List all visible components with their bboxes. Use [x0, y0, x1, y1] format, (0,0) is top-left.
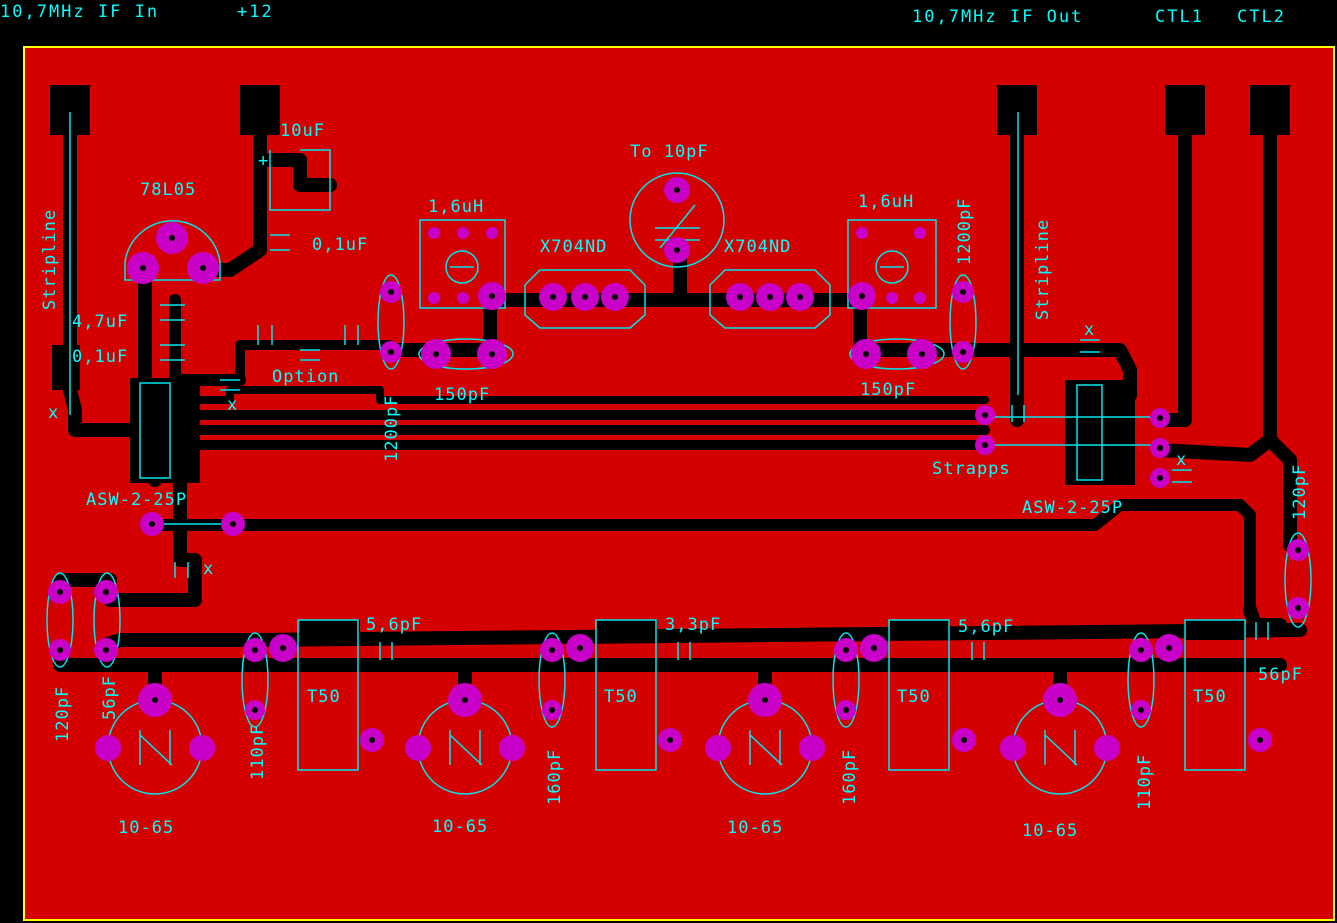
cap-5-6pf-a-label: 5,6pF [366, 615, 422, 635]
cap-160-b-label: 160pF [840, 749, 860, 805]
strapps-label: Strapps [932, 459, 1011, 479]
cap-56-right-label: 56pF [1258, 665, 1303, 685]
t50-1-label: T50 [307, 687, 341, 707]
ind-left-label: 1,6uH [428, 197, 484, 217]
x704-left-label: X704ND [540, 237, 607, 257]
cap-110-b-label: 110pF [1135, 754, 1155, 810]
ind-right-label: 1,6uH [858, 192, 914, 212]
cap-150-right-label: 150pF [860, 380, 916, 400]
cap-56-left-label: 56pF [100, 675, 120, 720]
t50-3-label: T50 [897, 687, 931, 707]
t50-2-label: T50 [604, 687, 638, 707]
option-label: Option [272, 367, 339, 387]
cap-01uf-top-label: 0,1uF [312, 235, 368, 255]
trim-2-label: 10-65 [432, 817, 488, 837]
cap-150-left-label: 150pF [434, 385, 490, 405]
x-mark-4: x [1084, 320, 1095, 340]
cap-160-a-label: 160pF [545, 749, 565, 805]
trim-3-label: 10-65 [727, 818, 783, 838]
cap-3-3pf-label: 3,3pF [665, 615, 721, 635]
stripline-right-label: Stripline [1033, 219, 1053, 320]
cap-1200-right-label: 1200pF [955, 198, 975, 265]
x-mark-3: x [203, 559, 214, 579]
reg-78l05-label: 78L05 [140, 180, 196, 200]
trimmer-top-label: To 10pF [630, 142, 709, 162]
cap-120-right-label: 120pF [1290, 464, 1310, 520]
ctl1-label: CTL1 [1155, 7, 1204, 27]
plus12-label: +12 [237, 2, 274, 22]
x704-right-label: X704ND [724, 237, 791, 257]
ctl2-label: CTL2 [1237, 7, 1286, 27]
x-mark-1: x [48, 403, 59, 423]
asw-right-label: ASW-2-25P [1022, 498, 1123, 518]
asw-left-label: ASW-2-25P [86, 490, 187, 510]
x-mark-2: x [227, 395, 238, 415]
cap-5-6pf-b-label: 5,6pF [958, 617, 1014, 637]
cap-110-a-label: 110pF [248, 724, 268, 780]
cap-47uf-label: 4,7uF [72, 312, 128, 332]
trim-4-label: 10-65 [1022, 821, 1078, 841]
trim-1-label: 10-65 [118, 818, 174, 838]
t50-4-label: T50 [1193, 687, 1227, 707]
svg-text:+: + [258, 151, 269, 171]
cap-01uf-left-label: 0,1uF [72, 347, 128, 367]
x-mark-5: x [1176, 450, 1187, 470]
cap-120-left-label: 120pF [53, 686, 73, 742]
if-in-label: 10,7MHz IF In [0, 2, 159, 22]
pads [48, 177, 1309, 761]
cap-10uf-label: 10uF [280, 121, 325, 141]
stripline-left-label: Stripline [40, 209, 60, 310]
component-labels: 10uF 78L05 0,1uF 4,7uF 0,1uF Option Stri… [40, 121, 1310, 841]
cap-1200-left-label: 1200pF [382, 395, 402, 462]
if-out-label: 10,7MHz IF Out [912, 7, 1083, 27]
